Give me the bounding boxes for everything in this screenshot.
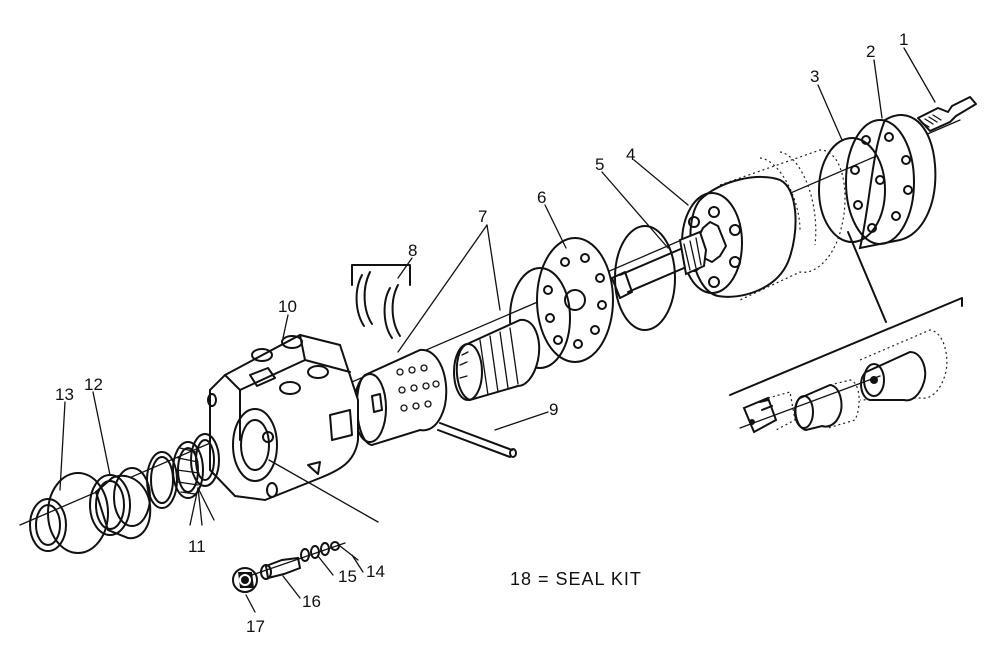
leader-lines <box>59 47 936 613</box>
part-8-springs <box>351 264 411 339</box>
part-14-ball <box>330 541 359 561</box>
callout-16: 16 <box>302 592 321 611</box>
callout-11: 11 <box>188 537 206 556</box>
motor-subassembly-detail <box>729 231 963 434</box>
part-6-spacer-plate <box>536 237 614 363</box>
callout-12: 12 <box>84 375 103 394</box>
part-5-drive-shaft <box>611 230 708 299</box>
part-1-bolt <box>917 96 977 132</box>
part-7-spool <box>453 318 540 402</box>
part-7-sleeve <box>353 348 448 447</box>
o-ring-middle <box>509 267 571 369</box>
seal-kit-note: 18 = SEAL KIT <box>510 569 642 589</box>
part-11-bearing-set <box>146 433 220 509</box>
part-17-plug <box>232 567 258 593</box>
callout-13: 13 <box>55 385 74 404</box>
part-13-dust-seal <box>29 472 109 554</box>
callout-17: 17 <box>246 617 265 636</box>
part-16-valve-seat <box>260 556 302 580</box>
part-12-seal <box>89 467 152 540</box>
check-valve-axis <box>251 542 346 576</box>
assembly-axis <box>19 119 961 526</box>
callout-2: 2 <box>866 42 875 61</box>
callout-4: 4 <box>626 145 635 164</box>
callout-7: 7 <box>478 207 487 226</box>
callout-1: 1 <box>899 30 908 49</box>
callout-15: 15 <box>338 567 357 586</box>
callout-8: 8 <box>408 241 417 260</box>
callout-6: 6 <box>537 188 546 207</box>
o-ring-front <box>614 225 676 331</box>
callout-14: 14 <box>366 562 385 581</box>
part-2-end-cap <box>845 114 937 250</box>
callout-9: 9 <box>549 400 558 419</box>
callout-10: 10 <box>278 297 297 316</box>
part-9-pin <box>437 422 517 458</box>
callout-5: 5 <box>595 155 604 174</box>
part-10-valve-housing <box>207 333 359 502</box>
callout-3: 3 <box>810 67 819 86</box>
part-15-spring <box>300 542 330 562</box>
part-4-gerotor-housing <box>681 149 846 301</box>
